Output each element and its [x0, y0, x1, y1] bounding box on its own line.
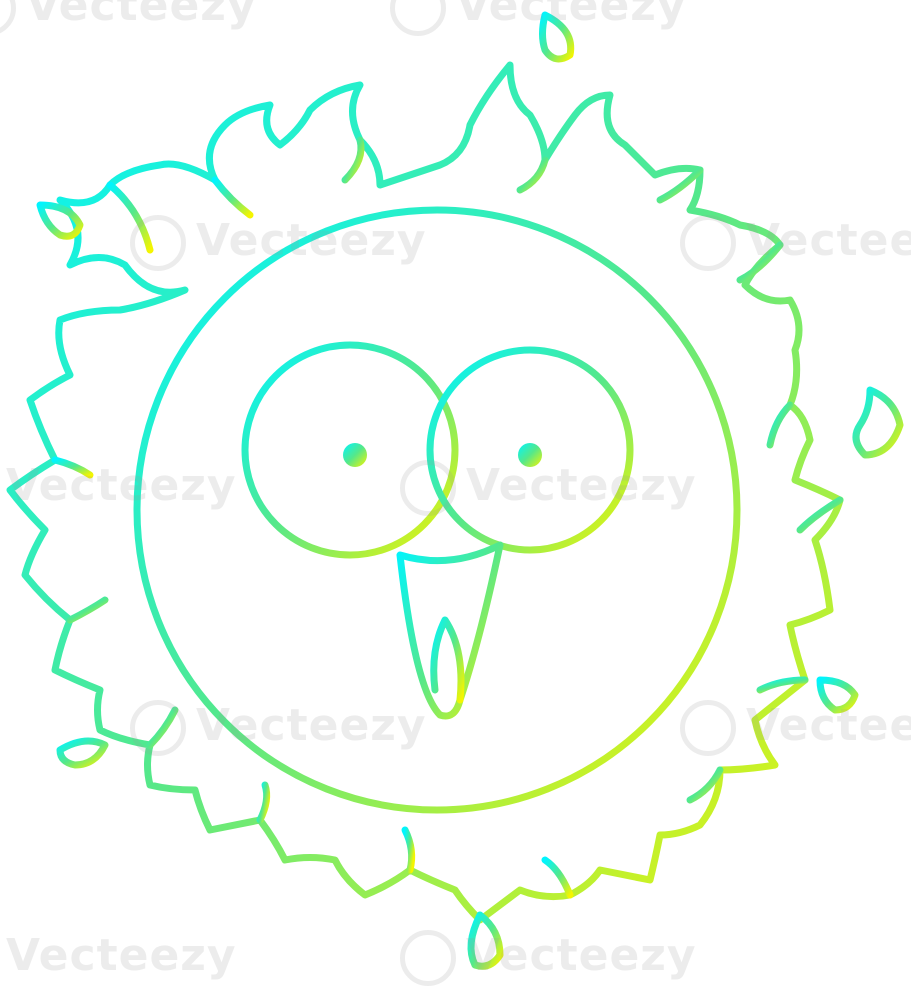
- flame-detail: [106, 181, 154, 254]
- right-eye: [426, 346, 634, 554]
- spark-bottom-left: [56, 737, 109, 769]
- spark-right-top: [852, 386, 904, 459]
- flame-detail: [516, 156, 549, 194]
- spark-bottom: [467, 911, 504, 970]
- flame-detail: [51, 456, 94, 479]
- spark-right-bottom: [816, 676, 859, 714]
- flame-detail: [686, 766, 724, 804]
- flame-rays: [6, 61, 844, 924]
- flame-detail: [211, 176, 254, 219]
- flame-detail: [796, 496, 844, 534]
- sun-face-circle: [133, 206, 741, 814]
- spark-left: [36, 201, 84, 240]
- flame-detail: [766, 401, 794, 449]
- flame-detail: [656, 166, 704, 204]
- flame-detail: [756, 676, 809, 694]
- flame-detail: [541, 856, 574, 899]
- tongue-line: [430, 616, 465, 704]
- flame-detail: [401, 826, 416, 874]
- flame-detail: [146, 706, 179, 749]
- flame-detail: [66, 596, 109, 624]
- left-pupil: [343, 443, 367, 467]
- flame-detail: [736, 241, 784, 284]
- left-eye: [241, 341, 459, 559]
- flame-detail: [341, 136, 365, 184]
- spark-top: [539, 11, 575, 63]
- flame-detail: [256, 781, 271, 824]
- right-pupil: [518, 443, 542, 467]
